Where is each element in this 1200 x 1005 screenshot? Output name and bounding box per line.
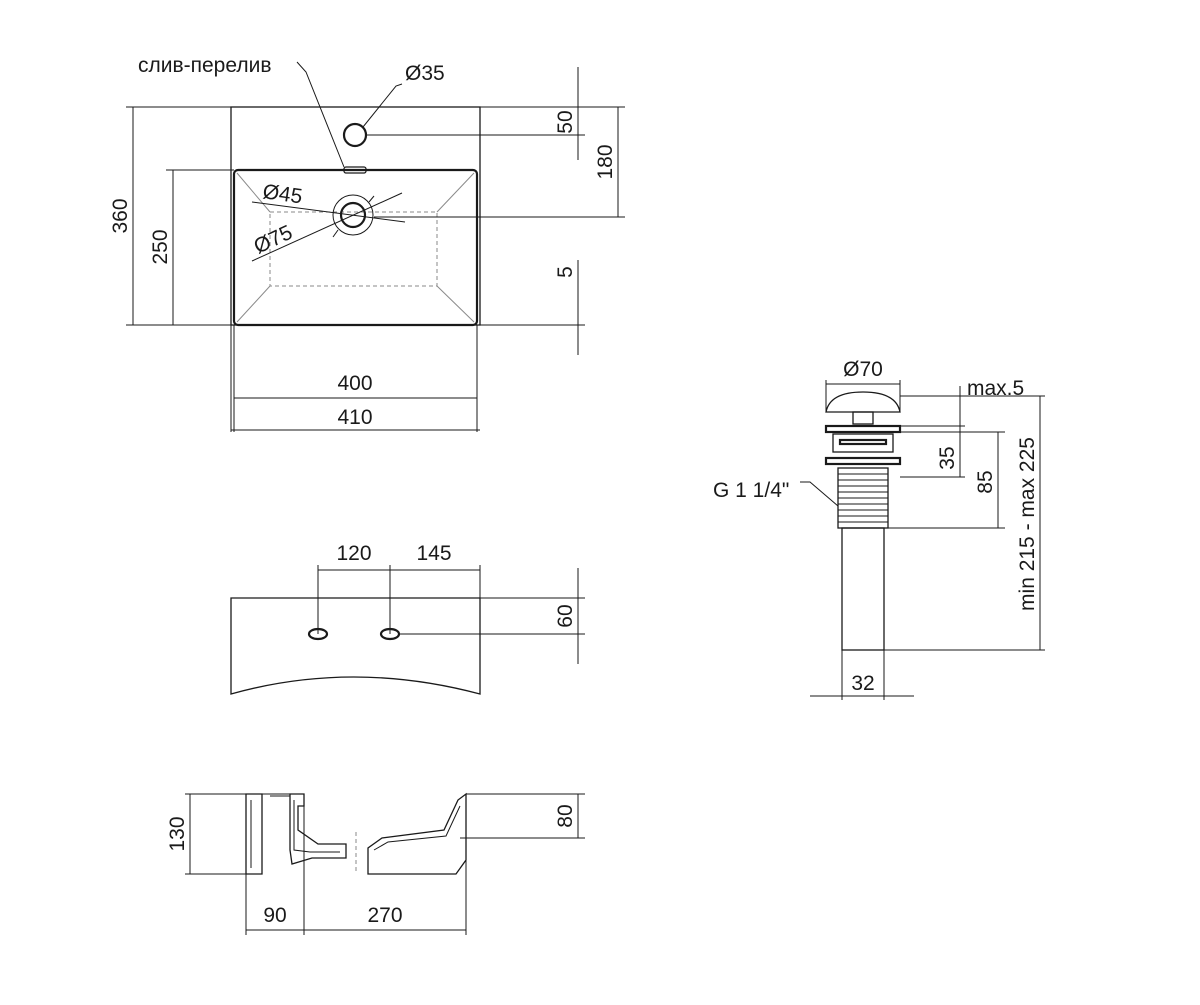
drain-mark xyxy=(332,229,339,238)
drain-collar xyxy=(832,433,894,453)
dim-total-width: 410 xyxy=(337,406,372,429)
dim-section-left: 90 xyxy=(263,904,286,927)
bowl-corner-line xyxy=(436,285,475,323)
dim-bowl-depth: 250 xyxy=(149,229,172,264)
dim-hole-offset: 50 xyxy=(554,110,577,133)
drain-cap-diameter: Ø70 xyxy=(843,358,883,381)
bowl-corner-line xyxy=(236,172,271,213)
tap-hole xyxy=(342,122,368,148)
dim-hole-height: 60 xyxy=(554,604,577,627)
dim-total-depth: 360 xyxy=(109,198,132,233)
section-left-wall xyxy=(245,793,263,875)
dim-drain-offset: 180 xyxy=(594,144,617,179)
drain-inner-diameter: Ø45 xyxy=(261,180,304,208)
overflow-leader xyxy=(296,61,345,168)
drain-pipe xyxy=(841,527,885,651)
dim-left-offset: 120 xyxy=(336,542,371,565)
section-inner-line xyxy=(293,800,340,853)
dim-section-height: 130 xyxy=(166,816,189,851)
dim-inner-width: 400 xyxy=(337,372,372,395)
drain-outer-leader xyxy=(251,192,403,262)
top-view: слив-перелив Ø35 Ø45 Ø75 50 180 5 360 25… xyxy=(109,54,625,432)
section-view: 130 80 90 270 xyxy=(166,792,585,935)
drain-stem xyxy=(852,411,874,425)
drain-max-label: max.5 xyxy=(967,377,1024,400)
drain-mark xyxy=(368,195,375,203)
bowl-corner-line xyxy=(236,285,271,323)
overflow-slot xyxy=(343,166,367,174)
dim-rim: 5 xyxy=(554,266,577,278)
bowl-outline xyxy=(232,168,479,327)
drain-thread-label: G 1 1/4" xyxy=(713,479,789,502)
drain-inner-leader xyxy=(251,201,406,223)
drain-inner-circle xyxy=(339,201,367,229)
overflow-label: слив-перелив xyxy=(138,54,272,77)
drain-outer-diameter: Ø75 xyxy=(250,221,296,259)
tap-hole-leader xyxy=(362,83,403,128)
section-inner-line xyxy=(373,805,461,851)
dim-section-right: 270 xyxy=(367,904,402,927)
front-outline xyxy=(230,597,481,695)
drain-dim-35: 35 xyxy=(936,446,959,469)
drain-nut xyxy=(824,456,902,466)
drain-cap xyxy=(825,391,901,413)
bowl-bottom-dashed xyxy=(269,211,438,287)
thread-leader xyxy=(800,481,839,507)
section-right-bowl xyxy=(367,792,467,875)
thread-lines xyxy=(838,473,888,523)
front-view: 120 145 60 xyxy=(230,542,585,695)
dim-right-offset: 145 xyxy=(416,542,451,565)
drain-length: min 215 - max 225 xyxy=(1016,437,1039,611)
drain-dim-85: 85 xyxy=(974,470,997,493)
tap-hole-diameter: Ø35 xyxy=(405,62,445,85)
bowl-corner-line xyxy=(436,172,475,213)
drain-view: Ø70 max.5 35 85 min 215 - max 225 G 1 1/… xyxy=(713,358,1045,700)
drain-ring xyxy=(838,438,888,446)
drain-outer-circle xyxy=(332,194,374,236)
drain-flange xyxy=(824,424,902,434)
dim-section-bowl: 80 xyxy=(554,804,577,827)
drain-pipe-dim: 32 xyxy=(851,672,874,695)
section-center-body xyxy=(289,793,347,865)
